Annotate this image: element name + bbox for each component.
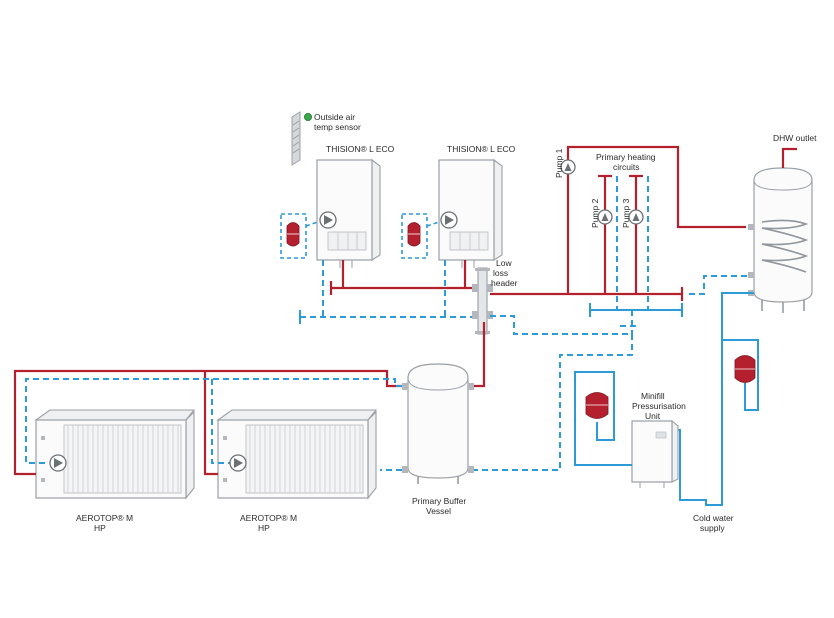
heat-pump-2-fins (249, 425, 361, 493)
expansion-vessel-icon (585, 392, 609, 419)
buffer-label-1: Primary Buffer (412, 496, 466, 506)
pump-icon (564, 163, 572, 171)
buffer-label-2: Vessel (426, 506, 451, 516)
hp-1-pump (49, 454, 67, 472)
pump-icon (234, 458, 243, 468)
pump-2 (597, 209, 613, 225)
dhw-cylinder (748, 167, 813, 313)
minifill-label-3: Unit (645, 411, 661, 421)
sensor-icon (292, 113, 312, 154)
pump-icon (54, 458, 63, 468)
heat-pump-1: AEROTOP® M HP (34, 409, 196, 533)
pump-3-label: Pump 3 (621, 198, 631, 228)
boiler-2-pump (426, 211, 458, 229)
boiler-2-expansion-vessel (401, 213, 428, 259)
dhw-outlet-label: DHW outlet (773, 133, 817, 143)
cold-water-pipe (672, 292, 754, 506)
header-label-1: Low (496, 258, 512, 268)
hp-2-return-pipe (211, 379, 230, 464)
minifill-pipe (574, 371, 632, 466)
buffer-flow-pipe (474, 322, 486, 388)
header-label-2: loss (493, 268, 508, 278)
sensor-label-2: temp sensor (314, 122, 361, 132)
heat-pump-1-fins (67, 425, 179, 493)
boiler-1: THISION® L ECO (316, 144, 395, 268)
expansion-vessel-icon (407, 222, 421, 247)
pump-3 (628, 209, 644, 225)
expansion-vessel-icon (734, 355, 756, 383)
boiler-2: THISION® L ECO (438, 144, 516, 268)
minifill-expansion-vessel (585, 392, 609, 419)
cold-water-label-2: supply (700, 523, 725, 533)
expansion-vessel-icon (286, 222, 300, 247)
hp-2-pump (229, 454, 247, 472)
hp-1-label-1: AEROTOP® M (76, 513, 133, 523)
boiler-1-expansion-vessel (280, 213, 307, 259)
sensor-label-1: Outside air (314, 112, 355, 122)
minifill-label-1: Minifill (641, 391, 665, 401)
pump-icon (445, 215, 454, 225)
circuits-label-1: Primary heating (596, 152, 656, 162)
hp-1-label-2: HP (94, 523, 106, 533)
dhw-flow-pipe (566, 145, 746, 294)
hp-1-flow-pipe (13, 369, 402, 476)
outside-air-sensor: Outside air temp sensor (291, 111, 361, 166)
pump-1 (560, 159, 576, 175)
boiler-1-pump (305, 211, 337, 229)
pump-icon (601, 213, 609, 221)
hp-2-label-1: AEROTOP® M (240, 513, 297, 523)
circuits-label-2: circuits (613, 162, 639, 172)
hp-return-header (25, 378, 402, 464)
low-loss-header: Low loss header (472, 258, 518, 335)
pump-1-label: Pump 1 (554, 148, 564, 178)
pump-2-label: Pump 2 (590, 198, 600, 228)
header-label-3: header (491, 278, 518, 288)
pump-icon (324, 215, 333, 225)
heat-pump-2: AEROTOP® M HP (216, 409, 378, 533)
boiler-1-label: THISION® L ECO (326, 144, 395, 154)
minifill-label-2: Pressurisation (632, 401, 686, 411)
minifill-unit: Minifill Pressurisation Unit (631, 391, 686, 488)
cold-expansion-branch (722, 339, 759, 411)
dhw-outlet-pipe (781, 147, 797, 168)
primary-buffer-vessel: Primary Buffer Vessel (402, 363, 474, 516)
cold-water-label-1: Cold water (693, 513, 734, 523)
dhw-return-pipe (686, 275, 757, 295)
pump-icon (632, 213, 640, 221)
dhw-expansion-vessel (734, 355, 756, 383)
boiler-2-label: THISION® L ECO (447, 144, 516, 154)
hp-2-label-2: HP (258, 523, 270, 533)
main-return-pipe (470, 315, 633, 471)
hp-2-flow-pipe (203, 371, 218, 476)
